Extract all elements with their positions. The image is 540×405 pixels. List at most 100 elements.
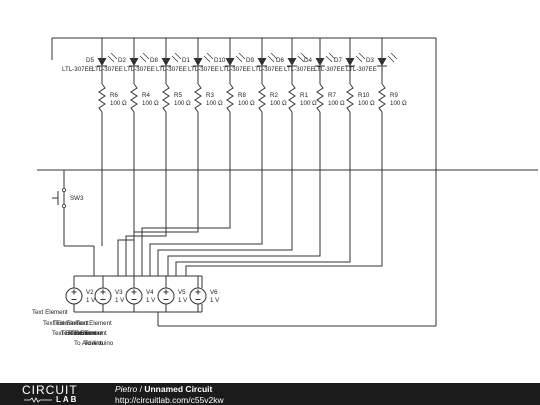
led-array: D5LTL-307EED2LTL-307EED8LTL-307EED1LTL-3… xyxy=(62,38,398,84)
led-ref-label: D8 xyxy=(150,57,158,64)
resistor-ref-label: R9 xyxy=(390,92,398,99)
resistor-value-label: 100 Ω xyxy=(110,100,127,107)
source-ref-label: V5 xyxy=(178,289,186,296)
text-element[interactable]: Text Element xyxy=(32,309,68,316)
circuitlab-logo[interactable]: CIRCUIT LAB xyxy=(22,384,94,404)
logo-text-bottom: LAB xyxy=(56,395,79,404)
switch-sw3[interactable]: SW3 xyxy=(52,187,84,208)
resistor-value-label: 100 Ω xyxy=(238,100,255,107)
resistor-ref-label: R5 xyxy=(174,92,182,99)
author-line: Pietro / Unnamed Circuit xyxy=(115,384,212,394)
source-value-label: 1 V xyxy=(115,297,125,304)
circuit-title: Unnamed Circuit xyxy=(144,384,213,394)
led-ref-label: D10 xyxy=(214,57,226,64)
source-value-label: 1 V xyxy=(210,297,220,304)
source-ref-label: V2 xyxy=(86,289,94,296)
resistor-value-label: 100 Ω xyxy=(270,100,287,107)
resistor-ref-label: R10 xyxy=(358,92,370,99)
resistor-value-label: 100 Ω xyxy=(300,100,317,107)
text-element[interactable]: Text Element xyxy=(61,330,97,337)
voltage-source-v4[interactable]: V41 V xyxy=(125,276,156,312)
led-ref-label: D1 xyxy=(182,57,190,64)
source-ref-label: V6 xyxy=(210,289,218,296)
text-element[interactable]: Text Element xyxy=(43,320,79,327)
footer-bar: CIRCUIT LAB Pietro / Unnamed Circuit htt… xyxy=(0,383,540,405)
resistor-ref-label: R3 xyxy=(206,92,214,99)
resistor-value-label: 100 Ω xyxy=(206,100,223,107)
switch-label: SW3 xyxy=(70,195,84,202)
voltage-source-v3[interactable]: V31 V xyxy=(94,276,125,312)
voltage-source-v5[interactable]: V51 V xyxy=(157,276,188,312)
text-element[interactable]: Text Element xyxy=(53,320,89,327)
circuit-url[interactable]: http://circuitlab.com/c55v2kw xyxy=(115,395,224,405)
resistor-value-label: 100 Ω xyxy=(358,100,375,107)
author-link[interactable]: Pietro xyxy=(115,384,138,394)
resistor-value-label: 100 Ω xyxy=(174,100,191,107)
led-ref-label: D4 xyxy=(304,57,312,64)
led-part-label: LTL-307EE xyxy=(92,66,123,73)
source-value-label: 1 V xyxy=(178,297,188,304)
text-element[interactable]: Text Element xyxy=(52,330,88,337)
resistor-ref-label: R6 xyxy=(110,92,118,99)
resistor-value-label: 100 Ω xyxy=(328,100,345,107)
resistor-ref-label: R8 xyxy=(238,92,246,99)
voltage-source-v2[interactable]: V21 V xyxy=(65,276,96,312)
led-part-label: LTL-307EE xyxy=(156,66,187,73)
led-part-label: LTL-307EE xyxy=(62,66,93,73)
source-value-label: 1 V xyxy=(146,297,156,304)
led-ref-label: D2 xyxy=(118,57,126,64)
source-value-label: 1 V xyxy=(86,297,96,304)
led-part-label: LTL-307EE xyxy=(124,66,155,73)
text-element[interactable]: Text Element xyxy=(71,330,107,337)
text-element[interactable]: Text Element xyxy=(67,330,103,337)
text-element[interactable]: Text Element xyxy=(76,320,112,327)
led-part-label: LTL-307EE xyxy=(252,66,283,73)
resistor-ref-label: R7 xyxy=(328,92,336,99)
source-ref-label: V4 xyxy=(146,289,154,296)
resistor-ref-label: R4 xyxy=(142,92,150,99)
text-element[interactable]: To Arduino xyxy=(74,340,104,347)
led-part-label: LTL-307EE xyxy=(346,66,377,73)
led-part-label: LTL-307EE xyxy=(220,66,251,73)
logo-ground-icon xyxy=(24,397,52,403)
resistor-value-label: 100 Ω xyxy=(142,100,159,107)
led-ref-label: D6 xyxy=(276,57,284,64)
resistor-value-label: 100 Ω xyxy=(390,100,407,107)
led-part-label: LTL-307EE xyxy=(314,66,345,73)
led-ref-label: D5 xyxy=(86,57,94,64)
resistor-ref-label: R2 xyxy=(270,92,278,99)
led-ref-label: D3 xyxy=(366,57,374,64)
source-ref-label: V3 xyxy=(115,289,123,296)
logo-text-top: CIRCUIT xyxy=(22,383,78,397)
text-element[interactable]: To Arduino xyxy=(84,340,114,347)
separator: / xyxy=(139,384,142,394)
led-ref-label: D9 xyxy=(246,57,254,64)
resistor-ref-label: R1 xyxy=(300,92,308,99)
voltage-source-v6[interactable]: V61 V xyxy=(189,276,220,312)
wires xyxy=(37,37,538,327)
